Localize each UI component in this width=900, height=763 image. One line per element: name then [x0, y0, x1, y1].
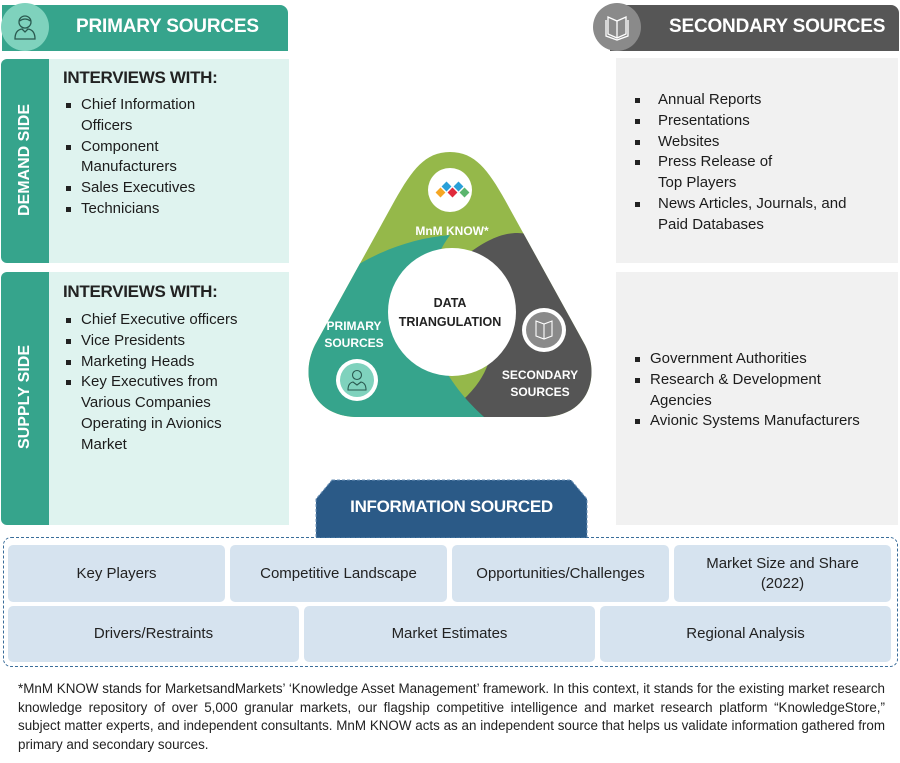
- info-item-market-estimates: Market Estimates: [304, 606, 595, 662]
- secondary-sources-icon-circle: [593, 3, 641, 51]
- primary-sources-header: [2, 5, 288, 51]
- demand-side-heading: INTERVIEWS WITH:: [63, 68, 218, 87]
- list-item: Marketing Heads: [64, 352, 264, 373]
- data-triangulation-diagram: DATA TRIANGULATION MnM KNOW* PRIMARY SOU…: [308, 152, 592, 417]
- list-item: Annual Reports: [633, 90, 893, 111]
- primary-sources-icon-circle: [1, 3, 49, 51]
- list-item: Presentations: [633, 111, 893, 132]
- person-icon: [347, 369, 367, 391]
- triangle-secondary-line2: SOURCES: [510, 385, 569, 399]
- list-item: Component Manufacturers: [64, 137, 214, 179]
- info-item-drivers-restraints: Drivers/Restraints: [8, 606, 299, 662]
- secondary-bottom-list: Government Authorities Research & Develo…: [633, 349, 893, 432]
- supply-side-bar: SUPPLY SIDE: [1, 272, 49, 525]
- triangle-primary-line1: PRIMARY: [327, 319, 382, 333]
- secondary-top-list: Annual Reports Presentations Websites Pr…: [633, 90, 893, 236]
- mnm-know-label: MnM KNOW*: [415, 224, 489, 238]
- info-item-market-size-share: Market Size and Share (2022): [674, 545, 891, 602]
- list-item: Vice Presidents: [64, 331, 264, 352]
- list-item: Research & Development Agencies: [633, 370, 838, 412]
- list-item: Chief Executive officers: [64, 310, 264, 331]
- information-sourced-title: INFORMATION SOURCED: [350, 497, 553, 516]
- list-item: News Articles, Journals, and Paid Databa…: [633, 194, 873, 236]
- list-item: Press Release of Top Players: [633, 152, 773, 194]
- demand-side-label: DEMAND SIDE: [16, 103, 33, 216]
- secondary-sources-top-panel: Annual Reports Presentations Websites Pr…: [616, 58, 898, 263]
- list-item: Key Executives from Various Companies Op…: [64, 372, 239, 455]
- supply-side-heading: INTERVIEWS WITH:: [63, 282, 218, 301]
- supply-side-panel: INTERVIEWS WITH: Chief Executive officer…: [49, 272, 289, 525]
- secondary-sources-bottom-panel: Government Authorities Research & Develo…: [616, 272, 898, 525]
- demand-side-bar: DEMAND SIDE: [1, 59, 49, 263]
- triangle-primary-line2: SOURCES: [324, 336, 383, 350]
- list-item: Sales Executives: [64, 178, 279, 199]
- demand-side-list: Chief Information Officers Component Man…: [64, 95, 279, 220]
- list-item: Government Authorities: [633, 349, 893, 370]
- info-item-opportunities-challenges: Opportunities/Challenges: [452, 545, 669, 602]
- open-book-icon: [605, 15, 629, 41]
- person-icon: [14, 15, 36, 40]
- primary-sources-title: PRIMARY SOURCES: [76, 16, 259, 37]
- info-item-key-players: Key Players: [8, 545, 225, 602]
- center-circle: [388, 248, 516, 376]
- secondary-sources-header: [610, 5, 899, 51]
- list-item: Avionic Systems Manufacturers: [633, 411, 893, 432]
- info-item-competitive-landscape: Competitive Landscape: [230, 545, 447, 602]
- secondary-sources-title: SECONDARY SOURCES: [669, 16, 886, 37]
- information-sourced-box: [3, 537, 898, 667]
- center-label-line2: TRIANGULATION: [399, 315, 502, 329]
- center-label-line1: DATA: [434, 296, 467, 310]
- triangle-secondary-line1: SECONDARY: [502, 368, 578, 382]
- supply-side-list: Chief Executive officers Vice Presidents…: [64, 310, 264, 456]
- open-book-icon: [535, 320, 553, 340]
- mnm-logo-circle: [428, 168, 472, 212]
- information-sourced-tab: [315, 479, 588, 538]
- list-item: Chief Information Officers: [64, 95, 214, 137]
- supply-side-label: SUPPLY SIDE: [16, 344, 33, 450]
- list-item: Websites: [633, 132, 893, 153]
- info-item-regional-analysis: Regional Analysis: [600, 606, 891, 662]
- demand-side-panel: INTERVIEWS WITH: Chief Information Offic…: [49, 59, 289, 263]
- footnote: *MnM KNOW stands for MarketsandMarkets’ …: [18, 681, 885, 752]
- list-item: Technicians: [64, 199, 279, 220]
